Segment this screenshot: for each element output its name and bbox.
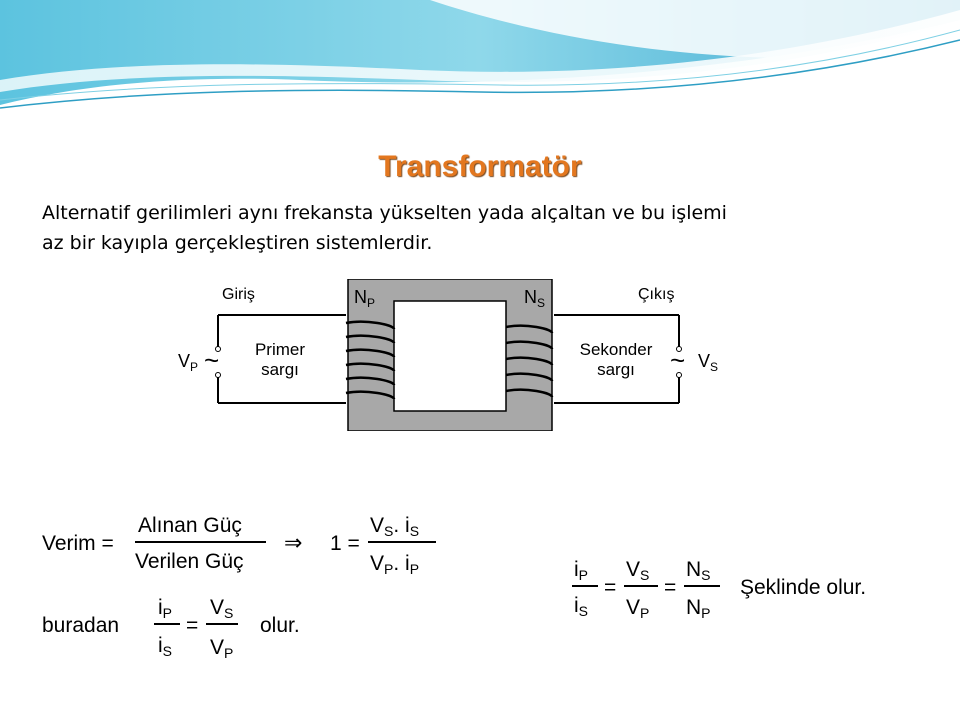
ns-label: NS [524, 287, 545, 310]
equals-sign: = [604, 576, 616, 599]
vp-label: VP [178, 351, 198, 374]
primary-coil [345, 320, 396, 401]
np-label: NP [354, 287, 375, 310]
efficiency-equation-box: Verim = Alınan Güç Verilen Güç ⇒ 1 = VS.… [40, 512, 450, 664]
intro-line: Alternatif gerilimleri aynı frekansta yü… [42, 202, 727, 224]
denominator-text: Verilen Güç [135, 550, 244, 573]
secondary-label-line1: Sekonder [580, 340, 653, 359]
equals-sign: = [664, 576, 676, 599]
vs-numerator: VS [626, 558, 649, 583]
primary-label-line1: Primer [255, 340, 305, 359]
slide-title: Transformatör [378, 150, 582, 183]
transformer-diagram: Giriş Çıkış NP NS VP ~ ~ VS Primer sargı… [176, 279, 728, 431]
secondary-coil [505, 324, 554, 398]
input-label: Giriş [222, 286, 255, 303]
vp-ip-denominator: VP. iP [370, 552, 419, 577]
vp-tilde-icon: ~ [204, 345, 219, 375]
verim-label: Verim = [42, 532, 114, 555]
vs-numerator: VS [210, 596, 233, 621]
buradan-label: buradan [42, 614, 119, 637]
numerator-text: Alınan Güç [138, 514, 242, 537]
seklinde-olur-label: Şeklinde olur. [740, 576, 866, 599]
ip-numerator: iP [158, 596, 172, 621]
intro-text: Alternatif gerilimleri aynı frekansta yü… [42, 198, 922, 258]
vs-tilde-icon: ~ [670, 345, 685, 375]
np-denominator: NP [686, 596, 711, 621]
core-window [393, 300, 507, 412]
olur-label: olur. [260, 614, 300, 637]
equals-sign: = [186, 614, 198, 637]
vs-is-numerator: VS. iS [370, 514, 419, 539]
is-denominator: iS [158, 634, 172, 659]
vs-label: VS [698, 351, 718, 374]
vp-denominator: VP [626, 596, 649, 621]
header-wave-banner [0, 0, 960, 109]
efficiency-equation: Verim = Alınan Güç Verilen Güç ⇒ 1 = VS.… [42, 514, 436, 661]
ratio-equation: iP iS = VS VP = NS NP Şeklinde olur. [572, 558, 866, 621]
primary-label-line2: sargı [261, 360, 299, 379]
ns-numerator: NS [686, 558, 711, 583]
ratio-equation-box: iP iS = VS VP = NS NP Şeklinde olur. [568, 552, 888, 624]
ip-numerator: iP [574, 558, 588, 583]
intro-line: az bir kayıpla gerçekleştiren sistemlerd… [42, 232, 433, 254]
one-equals: 1 = [330, 532, 360, 555]
output-label: Çıkış [638, 286, 674, 303]
vp-denominator: VP [210, 636, 233, 661]
is-denominator: iS [574, 594, 588, 619]
implies-arrow-icon: ⇒ [284, 530, 302, 555]
secondary-label-line2: sargı [597, 360, 635, 379]
